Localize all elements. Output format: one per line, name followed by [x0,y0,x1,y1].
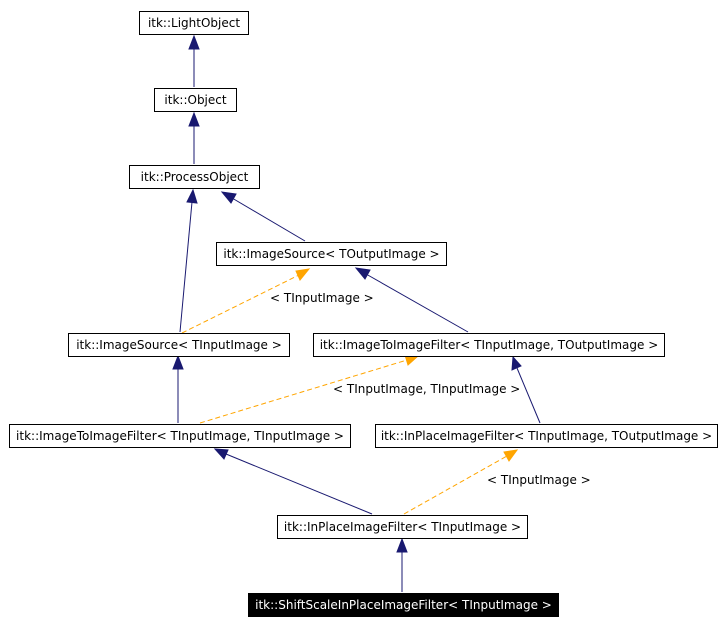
arrow-head-object [188,111,200,127]
arrow-head-inplace-in [396,537,408,553]
edge-template-inplace [403,455,508,515]
arrow-head-lightobject [188,34,200,50]
arrow-head-template-imagesource [295,268,311,281]
node-inplace-filter-in[interactable]: itk::InPlaceImageFilter< TInputImage > [277,515,528,539]
edge-template-imagesource [181,274,300,334]
node-shift-scale-filter: itk::ShiftScaleInPlaceImageFilter< TInpu… [248,593,559,617]
node-process-object[interactable]: itk::ProcessObject [129,165,260,189]
edge-imagesource-output-to-processobject [231,197,306,242]
arrow-head-template-inplace [503,449,519,462]
edge-template-imagetoimage [199,359,408,424]
edge-imagesource-input-to-processobject [179,201,193,333]
arrow-head-processobject-right [220,191,237,204]
edge-label-image-to-image-template: < TInputImage, TInputImage > [333,382,521,396]
edge-label-inplace-template: < TInputImage > [487,473,591,487]
edge-label-image-source-template: < TInputImage > [270,291,374,305]
node-light-object[interactable]: itk::LightObject [139,11,249,35]
arrow-head-imagetoimage-inout [511,355,522,371]
node-image-source-input[interactable]: itk::ImageSource< TInputImage > [68,333,290,357]
edge-imagetoimage-inout-to-imagesource-output [365,273,469,333]
node-inplace-filter-in-out[interactable]: itk::InPlaceImageFilter< TInputImage, TO… [375,424,718,448]
arrow-head-imagesource-output [354,267,371,280]
node-image-to-image-filter-in-in[interactable]: itk::ImageToImageFilter< TInputImage, TI… [9,424,351,448]
arrow-head-imagesource-input [172,354,184,370]
edge-inplace-inout-to-imagetoimage-inout [516,367,541,424]
node-object[interactable]: itk::Object [154,88,237,112]
arrow-head-processobject-left [186,188,198,204]
node-image-source-output[interactable]: itk::ImageSource< TOutputImage > [216,242,447,266]
edge-inplace-in-to-imagetoimage-inin [225,453,373,515]
arrow-head-imagetoimage-inin [213,448,229,460]
node-image-to-image-filter-in-out[interactable]: itk::ImageToImageFilter< TInputImage, TO… [313,333,665,357]
